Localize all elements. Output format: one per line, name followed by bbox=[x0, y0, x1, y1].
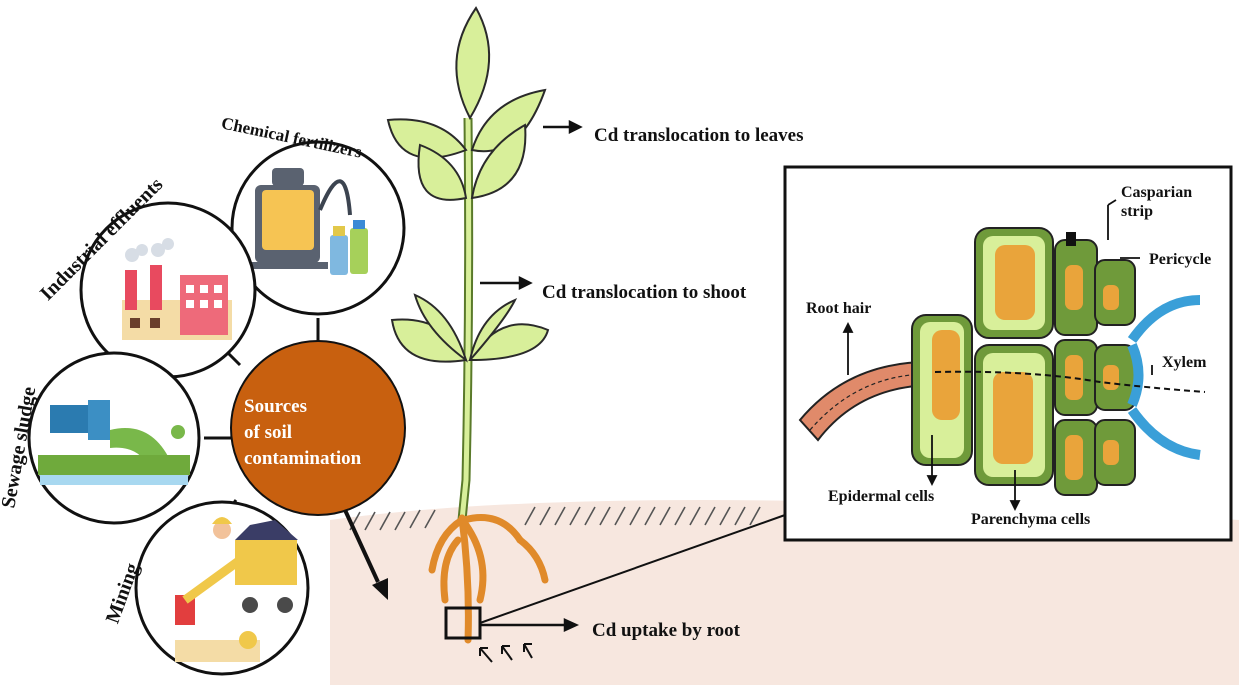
sewage-sludge-circle bbox=[27, 351, 201, 525]
mining-circle bbox=[134, 500, 310, 676]
inset-pointers bbox=[842, 199, 1153, 512]
center-to-soil-arrow bbox=[343, 509, 388, 600]
epidermal-cells-label: Epidermal cells bbox=[828, 488, 935, 505]
xylem-label: Xylem bbox=[1162, 354, 1207, 371]
casparian-strip-label: Casparian strip bbox=[1121, 183, 1192, 221]
root-cross-section bbox=[798, 227, 1206, 496]
pericycle-label: Pericycle bbox=[1149, 251, 1212, 268]
plant-leaves bbox=[386, 6, 550, 363]
center-circle bbox=[230, 340, 406, 516]
center-label: Sources of soil contamination bbox=[244, 394, 414, 472]
industrial-effluents-circle bbox=[79, 201, 257, 379]
center-label-line-3: contamination bbox=[244, 448, 362, 469]
parenchyma-cells-label: Parenchyma cells bbox=[971, 511, 1091, 528]
casparian-line-1: Casparian bbox=[1121, 184, 1193, 201]
center-label-line-2: of soil bbox=[244, 422, 293, 443]
casparian-line-2: strip bbox=[1121, 203, 1153, 220]
soil bbox=[330, 500, 1239, 685]
label-arrows bbox=[480, 119, 583, 632]
root-uptake-label: Cd uptake by root bbox=[592, 620, 740, 641]
leaves-translocation-label: Cd translocation to leaves bbox=[594, 125, 804, 146]
zoom-line bbox=[479, 514, 786, 624]
center-label-line-1: Sources bbox=[244, 396, 307, 417]
plant-roots bbox=[428, 514, 549, 644]
uptake-arrows bbox=[479, 643, 533, 663]
plant-stem bbox=[457, 117, 474, 521]
shoot-translocation-label: Cd translocation to shoot bbox=[542, 282, 747, 303]
root-hair-label: Root hair bbox=[806, 300, 872, 317]
chemical-fertilizers-circle bbox=[230, 140, 406, 316]
